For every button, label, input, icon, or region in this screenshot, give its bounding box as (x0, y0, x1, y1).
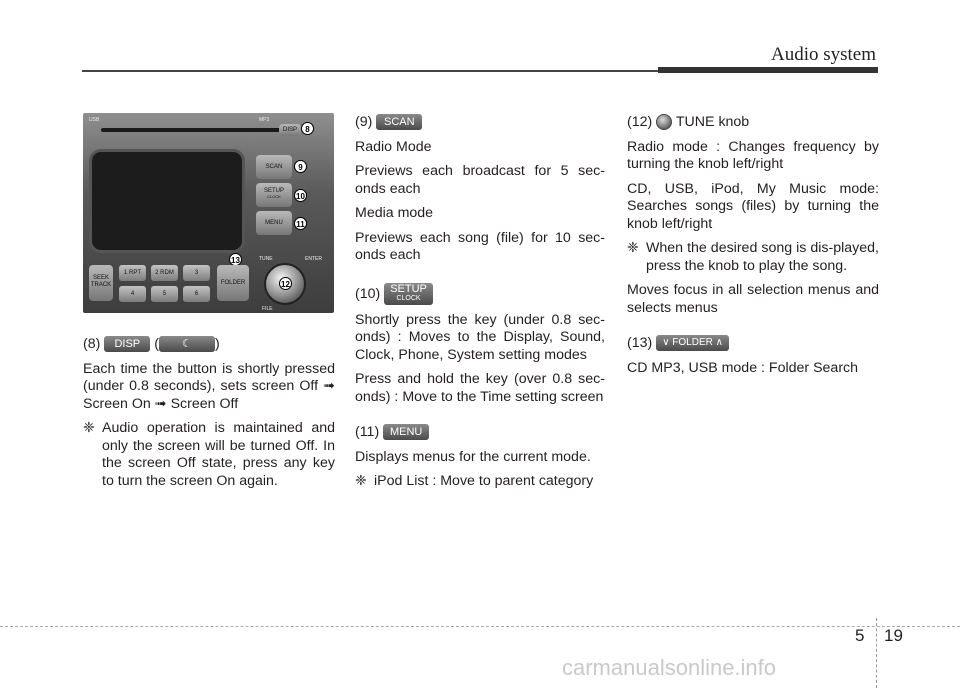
clock-button-label: CLOCK (396, 294, 421, 302)
preset-4-button: 4 (119, 286, 146, 302)
note-mark: ❈ (627, 240, 639, 256)
section-8-number: (8) (83, 336, 101, 352)
display-screen (89, 149, 245, 253)
section-11-number: (11) (355, 424, 380, 440)
note-mark: ❈ (355, 473, 367, 489)
callout-11: 11 (294, 217, 307, 230)
setup-hold-text: Press and hold the key (over 0.8 sec-ond… (355, 371, 605, 405)
tune-note: ❈ When the desired song is dis-played, pr… (627, 240, 879, 275)
mp3-label: MP3 (259, 117, 270, 123)
radio-mode-text: Previews each broadcast for 5 sec-onds e… (355, 163, 605, 197)
cd-slot (101, 128, 281, 132)
menu-text: Displays menus for the current mode. (355, 448, 591, 465)
preset-1-button: 1 RPT (119, 265, 146, 281)
preset-2-button: 2 RDM (151, 265, 178, 281)
disp-button: DISP (104, 336, 151, 353)
tune-label: TUNE (259, 256, 273, 262)
folder-panel-button: FOLDER (217, 265, 249, 301)
scan-button: SCAN (376, 114, 423, 131)
section-9-heading: (9) SCAN (355, 114, 605, 132)
menu-note-text: iPod List : Move to parent category (374, 473, 594, 489)
file-label: FILE (262, 306, 273, 312)
section-12-heading: (12) TUNE knob (627, 114, 879, 132)
watermark: carmanualsonline.info (562, 655, 777, 680)
section-8-text: Each time the button is shortly pressed … (83, 360, 335, 412)
setup-panel-label: SETUP (263, 188, 284, 194)
media-mode-label: Media mode (355, 205, 434, 221)
knob-icon (656, 114, 673, 131)
column-1: (8) DISP (☾) Each time the button is sho… (83, 336, 335, 497)
clock-panel-label: CLOCK (267, 194, 281, 199)
tune-knob-label: TUNE knob (675, 114, 750, 130)
tune-note-text: When the desired song is dis-played, pre… (646, 240, 879, 274)
preset-5-button: 5 (151, 286, 178, 302)
section-9-number: (9) (355, 114, 373, 130)
preset-6-button: 6 (183, 286, 210, 302)
section-8-heading: (8) DISP (☾) (83, 336, 220, 353)
page-number: 19 (884, 626, 903, 645)
radio-mode-label: Radio Mode (355, 138, 432, 155)
callout-8: 8 (301, 122, 314, 135)
section-13-number: (13) (627, 335, 653, 351)
tune-radio-text: Radio mode : Changes frequency by turnin… (627, 138, 879, 173)
folder-button: ∨ FOLDER ∧ (656, 335, 729, 352)
header-rule-accent (658, 67, 878, 73)
setup-short-text: Shortly press the key (under 0.8 sec-ond… (355, 311, 605, 363)
moon-button: ☾ (158, 336, 215, 353)
section-10-number: (10) (355, 285, 381, 302)
scan-panel-button: SCAN (256, 155, 292, 179)
usb-label: USB (89, 117, 100, 123)
tune-moves-text: Moves focus in all selection menus and s… (627, 282, 879, 316)
callout-9: 9 (294, 160, 307, 173)
callout-12: 12 (279, 277, 292, 290)
preset-3-button: 3 (183, 265, 210, 281)
header-rule (82, 70, 878, 72)
setup-button-label: SETUP (390, 282, 427, 295)
section-11-heading: (11) MENU (355, 424, 605, 442)
menu-panel-button: MENU (256, 211, 292, 235)
footer-divider (876, 618, 877, 688)
header-title: Audio system (770, 44, 876, 65)
section-8-note: ❈ Audio operation is maintained and only … (83, 420, 335, 490)
section-8-note-text: Audio operation is maintained and only t… (102, 420, 335, 489)
menu-button: MENU (383, 424, 430, 441)
footer-rule (0, 626, 960, 627)
menu-note: ❈ iPod List : Move to parent category (355, 473, 605, 491)
section-12-number: (12) (627, 114, 653, 130)
chapter-number: 5 (855, 626, 865, 645)
tune-media-text: CD, USB, iPod, My Music mode: Searches s… (627, 180, 879, 232)
column-3: (12) TUNE knob Radio mode : Changes freq… (627, 114, 879, 384)
folder-text: CD MP3, USB mode : Folder Search (627, 359, 859, 376)
callout-10: 10 (294, 189, 307, 202)
disp-panel-button: DISP (279, 124, 301, 136)
media-mode-text: Previews each song (file) for 10 sec-ond… (355, 229, 605, 264)
column-2: (9) SCAN Radio Mode Previews each broadc… (355, 114, 605, 498)
section-13-heading: (13) ∨ FOLDER ∧ (627, 335, 879, 353)
enter-label: ENTER (305, 256, 322, 262)
track-panel-label: TRACK (90, 282, 112, 288)
note-mark: ❈ (83, 420, 95, 436)
seek-panel-label: SEEK (92, 275, 109, 281)
folder-button-label: FOLDER (672, 337, 713, 349)
